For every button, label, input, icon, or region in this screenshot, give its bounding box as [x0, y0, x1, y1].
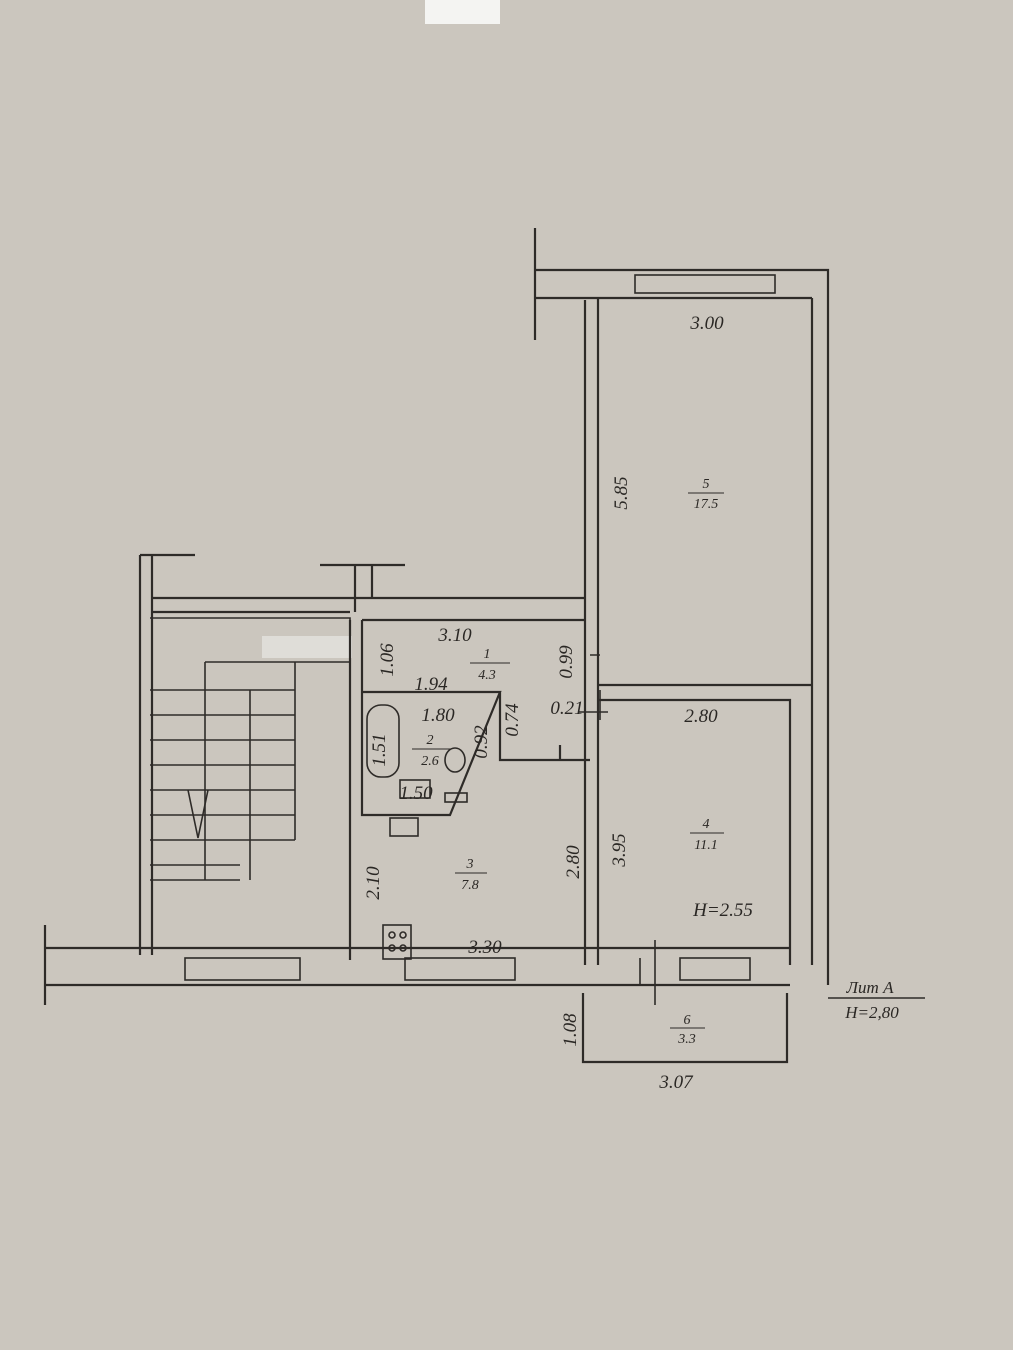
room-6-label: 63.3	[670, 1013, 705, 1047]
svg-text:2.6: 2.6	[421, 754, 439, 769]
dimension-labels: 3.00 5.85 3.10 1.06 0.99 1.94 1.80 1.51 …	[363, 313, 753, 1093]
svg-text:3.3: 3.3	[677, 1032, 696, 1047]
room-1-label: 14.3	[470, 647, 510, 683]
paper-highlight	[425, 0, 500, 24]
svg-text:4: 4	[703, 817, 710, 832]
dim-hall-step: 0.74	[502, 703, 523, 737]
room-2-label: 22.6	[412, 733, 452, 769]
svg-text:5: 5	[703, 477, 710, 492]
dim-bath-tub: 1.51	[369, 733, 390, 766]
dim-bath-width: 1.80	[421, 705, 455, 726]
legend: Лит А H=2,80	[844, 978, 899, 1022]
dim-balcony-width: 3.07	[658, 1072, 694, 1093]
svg-text:7.8: 7.8	[461, 878, 479, 893]
svg-text:2: 2	[427, 733, 434, 748]
walls	[43, 228, 925, 1064]
dim-kitchen-depth: 2.10	[363, 866, 384, 900]
dim-room1-depth: 1.06	[377, 643, 398, 677]
svg-text:1: 1	[484, 647, 491, 662]
dim-room5-width: 3.00	[689, 313, 724, 334]
svg-text:3: 3	[466, 857, 474, 872]
dim-room4-width: 2.80	[684, 706, 718, 727]
svg-text:11.1: 11.1	[694, 838, 717, 853]
dim-hall-inner: 1.94	[414, 674, 448, 695]
dim-room5-length: 5.85	[611, 476, 632, 509]
room-5-label: 517.5	[688, 477, 724, 512]
svg-text:17.5: 17.5	[694, 497, 719, 512]
dim-bath-sink: 1.50	[399, 783, 433, 804]
dim-bath-side: 0.92	[471, 725, 492, 759]
legend-title: Лит А	[846, 978, 895, 997]
dim-wall-gap: 0.21	[550, 698, 583, 719]
dim-balcony-depth: 1.08	[560, 1013, 581, 1047]
svg-text:4.3: 4.3	[478, 668, 496, 683]
dim-kitchen-side: 2.80	[563, 845, 584, 879]
dim-room1-width: 3.10	[437, 625, 472, 646]
legend-height: H=2,80	[844, 1003, 899, 1022]
room-3-label: 37.8	[455, 857, 487, 893]
blur-patch	[262, 636, 352, 658]
room-labels: 517.5 14.3 22.6 37.8 411.1 63.3	[412, 477, 724, 1047]
room-4-label: 411.1	[690, 817, 724, 853]
dim-room4-length: 3.95	[609, 833, 630, 867]
dim-kitchen-width: 3.30	[467, 937, 502, 958]
svg-text:6: 6	[684, 1013, 691, 1028]
dim-room4-height: H=2.55	[692, 900, 753, 921]
dim-room1-side: 0.99	[556, 645, 577, 679]
